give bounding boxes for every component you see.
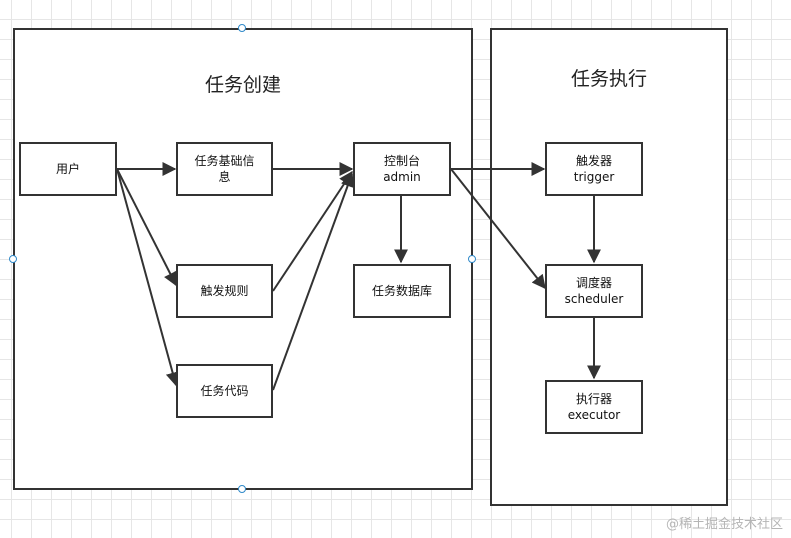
resize-handle-right[interactable] [468,255,476,263]
task-execution-title: 任务执行 [570,68,647,90]
node-user[interactable]: 用户 [19,142,117,196]
node-trigger-label-1: 触发器 [575,154,612,168]
node-task-db-label: 任务数据库 [371,284,432,298]
node-admin[interactable]: 控制台 admin [353,142,451,196]
resize-handle-top[interactable] [238,24,246,32]
node-scheduler[interactable]: 调度器 scheduler [545,264,643,318]
node-task-code-label: 任务代码 [200,384,249,398]
node-task-info[interactable]: 任务基础信 息 [176,142,273,196]
node-task-info-label-2: 息 [218,170,231,184]
node-trigger-label-2: trigger [573,170,615,184]
node-admin-label-1: 控制台 [383,154,420,168]
node-admin-label-2: admin [383,170,421,184]
edge-admin-to-scheduler [450,168,546,290]
node-executor-label-1: 执行器 [575,392,612,406]
node-scheduler-label-2: scheduler [564,292,624,306]
node-trigger[interactable]: 触发器 trigger [545,142,643,196]
node-task-db[interactable]: 任务数据库 [353,264,451,318]
node-scheduler-label-1: 调度器 [575,276,612,290]
edge-user-to-task-code [116,168,180,387]
task-creation-title: 任务创建 [204,74,281,96]
resize-handle-bottom[interactable] [238,485,246,493]
node-task-code[interactable]: 任务代码 [176,364,273,418]
node-trigger-rule-label: 触发规则 [200,284,249,298]
node-task-info-label-1: 任务基础信 [194,154,255,168]
node-user-label: 用户 [55,162,80,176]
node-executor-label-2: executor [567,408,621,422]
node-executor[interactable]: 执行器 executor [545,380,643,434]
watermark: @稀土掘金技术社区 [665,517,783,532]
edge-user-to-trigger-rule [116,168,177,287]
edge-trigger-rule-to-admin [272,170,353,292]
edge-task-code-to-admin [272,172,355,391]
resize-handle-left[interactable] [9,255,17,263]
node-trigger-rule[interactable]: 触发规则 [176,264,273,318]
